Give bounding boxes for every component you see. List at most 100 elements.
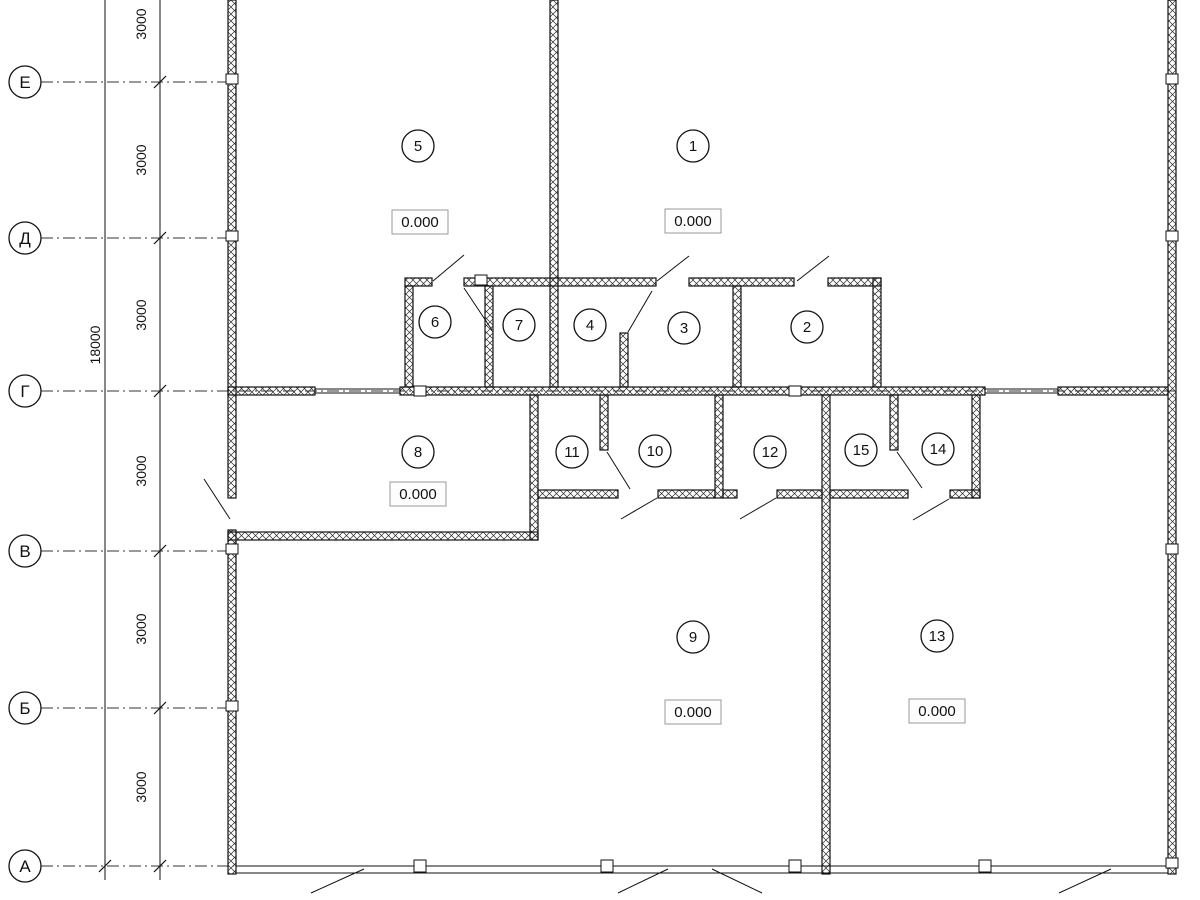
- wall-segment: [949, 489, 981, 499]
- door-swing: [627, 290, 653, 333]
- axis-bubble: [8, 849, 42, 883]
- axis-bubble: [8, 221, 42, 255]
- dimension-label-total: 18000: [87, 325, 103, 364]
- dimension-label: 3000: [133, 771, 149, 802]
- room-number: 5: [414, 138, 422, 155]
- door-swing: [739, 497, 777, 520]
- axis-bubble: [8, 534, 42, 568]
- room-bubble: [555, 435, 589, 469]
- wall-segment: [872, 277, 882, 388]
- door-swing: [617, 868, 669, 894]
- column-marker: [788, 859, 802, 873]
- axis-letter: Г: [20, 382, 29, 401]
- elevation-box: [391, 209, 449, 235]
- axis-marker-v: В: [8, 534, 42, 568]
- axis-letter: В: [19, 542, 30, 561]
- room-marker-15: 15: [844, 433, 878, 467]
- dimension-tick: [153, 75, 167, 89]
- elevation-mark-room-5: 0.000: [391, 209, 449, 235]
- room-bubble: [844, 433, 878, 467]
- room-marker-5: 5: [401, 129, 435, 163]
- wall-segment: [529, 394, 539, 541]
- room-marker-14: 14: [921, 432, 955, 466]
- wall-segment: [1167, 0, 1177, 875]
- door-swing: [310, 868, 365, 894]
- dimension-tick: [98, 859, 112, 873]
- axis-marker-a: А: [8, 849, 42, 883]
- axis-bubble: [8, 65, 42, 99]
- axis-letter: Е: [19, 73, 30, 92]
- axis-letter: Б: [19, 699, 30, 718]
- column-marker: [413, 859, 427, 873]
- door-swing: [711, 868, 763, 894]
- wall-segment: [688, 277, 795, 287]
- dimension-tick: [153, 544, 167, 558]
- axis-marker-b: Б: [8, 691, 42, 725]
- dimension-tick: [153, 231, 167, 245]
- elevation-mark-room-8: 0.000: [389, 481, 447, 507]
- room-number: 12: [762, 444, 779, 461]
- elevation-value: 0.000: [674, 704, 712, 721]
- wall-segment: [889, 394, 899, 451]
- axis-marker-d: Д: [8, 221, 42, 255]
- door-swing: [796, 255, 830, 282]
- door-swing: [1058, 868, 1112, 894]
- room-bubble: [676, 620, 710, 654]
- door-swing: [432, 254, 465, 282]
- room-number: 2: [803, 319, 811, 336]
- elevation-marks: 0.000 0.000 0.000 0.000 0.000: [389, 208, 966, 725]
- room-bubble: [418, 305, 452, 339]
- room-bubble: [753, 435, 787, 469]
- door-swing: [896, 451, 923, 489]
- room-marker-9: 9: [676, 620, 710, 654]
- wall-segment: [821, 394, 831, 875]
- wall-opening-tick: [1165, 230, 1179, 242]
- room-marker-11: 11: [555, 435, 589, 469]
- wall-segment: [657, 489, 716, 499]
- room-bubble: [401, 129, 435, 163]
- room-bubble: [790, 310, 824, 344]
- wall-segment: [399, 386, 986, 396]
- dimension-label: 3000: [133, 8, 149, 39]
- room-marker-3: 3: [667, 311, 701, 345]
- room-number: 3: [680, 320, 688, 337]
- door-swings: [203, 254, 1112, 894]
- room-marker-8: 8: [401, 435, 435, 469]
- wall-segment: [829, 489, 909, 499]
- wall-openings: [225, 73, 1179, 874]
- room-bubble: [502, 308, 536, 342]
- room-markers: 1 2 3 4 5 6 7 8: [401, 129, 955, 654]
- room-number: 8: [414, 444, 422, 461]
- walls: [227, 0, 1177, 875]
- elevation-value: 0.000: [399, 486, 437, 503]
- elevation-value: 0.000: [674, 213, 712, 230]
- wall-segment: [227, 0, 237, 499]
- elevation-value: 0.000: [401, 214, 439, 231]
- wall-segment: [404, 285, 414, 388]
- room-bubble: [573, 308, 607, 342]
- wall-segment: [619, 332, 629, 388]
- column-marker: [413, 385, 427, 397]
- wall-segment: [971, 394, 981, 499]
- wall-segment: [484, 285, 494, 388]
- door-swing: [203, 478, 231, 520]
- door-swing: [620, 497, 658, 520]
- axis-markers: Е Д Г В Б А: [8, 65, 42, 883]
- room-bubble: [676, 129, 710, 163]
- wall-segment: [549, 0, 559, 388]
- wall-segment: [732, 285, 742, 388]
- wall-segment: [722, 489, 738, 499]
- room-bubble: [401, 435, 435, 469]
- room-number: 1: [689, 138, 697, 155]
- axis-letter: Д: [19, 229, 31, 248]
- room-marker-2: 2: [790, 310, 824, 344]
- room-number: 7: [515, 317, 523, 334]
- wall-opening-tick: [1165, 73, 1179, 85]
- dimension-tick: [153, 859, 167, 873]
- column-marker: [788, 385, 802, 397]
- room-number: 9: [689, 629, 697, 646]
- axis-marker-g: Г: [8, 374, 42, 408]
- room-number: 11: [564, 444, 580, 461]
- room-number: 6: [431, 314, 439, 331]
